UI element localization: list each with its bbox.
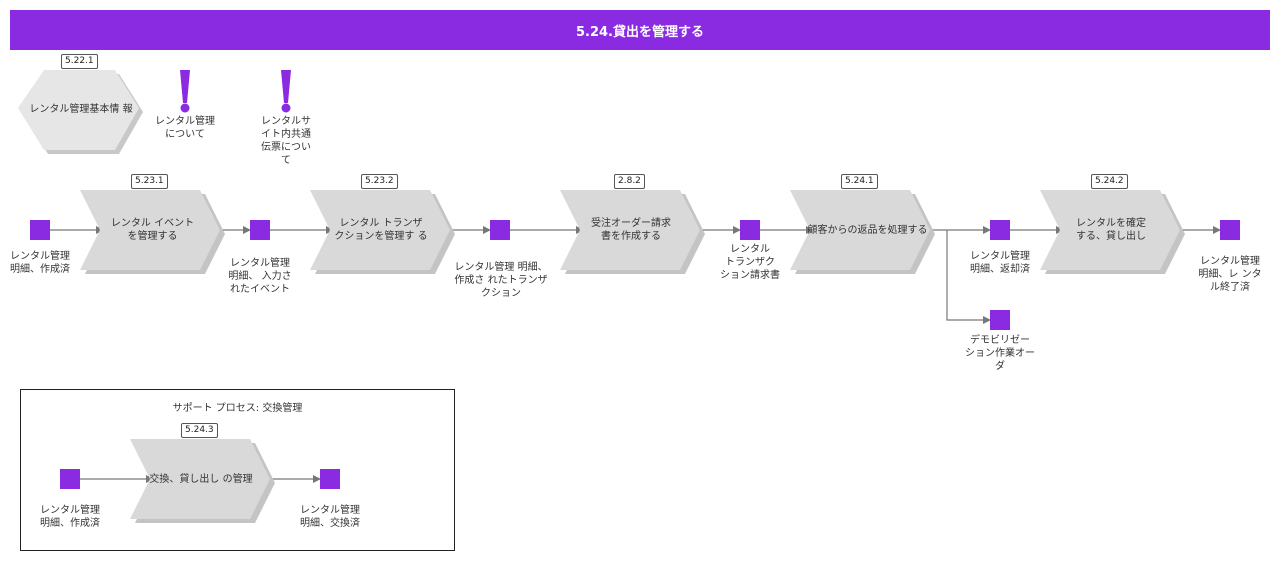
process-badge: 5.24.2 (1091, 174, 1128, 189)
object-label: レンタル管理 明細、作成済 (10, 251, 70, 275)
process-badge: 2.8.2 (614, 174, 645, 189)
info-hexagon-badge: 5.22.1 (61, 54, 98, 69)
process-chevron-rental-event[interactable] (80, 190, 225, 274)
process-label: 受注オーダー請求 書を作成する (591, 218, 671, 242)
event-square[interactable] (320, 469, 340, 489)
info-hexagon-label: レンタル管理基本情 報 (29, 103, 133, 115)
process-chevron-rental-transaction[interactable] (310, 190, 455, 274)
process-chevron-confirm-rental[interactable] (1040, 190, 1185, 274)
info-hexagon[interactable] (18, 70, 143, 154)
object-label: レンタル管理 明細、 入力さ れたイベント (228, 258, 292, 295)
process-badge: 5.23.2 (361, 174, 398, 189)
event-square[interactable] (990, 310, 1010, 330)
process-label: レンタル トランザ クションを管理す る (334, 218, 428, 242)
event-square[interactable] (250, 220, 270, 240)
event-square[interactable] (1220, 220, 1240, 240)
object-label: デモビリゼー ション作業オー ダ (965, 335, 1035, 372)
object-label: レンタル管理 明細、レ ンタ ル終了済 (1198, 256, 1262, 293)
note-label: レンタル管理 について (155, 116, 215, 140)
object-label: レンタル管理 明細、 作成さ れたトランザ クション (454, 262, 548, 299)
event-square[interactable] (30, 220, 50, 240)
process-chevron-exchange[interactable] (130, 439, 275, 523)
process-chevron-order-invoice[interactable] (560, 190, 705, 274)
process-badge: 5.24.3 (181, 423, 218, 438)
support-process-title: サポート プロセス: 交換管理 (172, 403, 303, 414)
process-label: 交換、貸し出し の管理 (149, 473, 253, 485)
note-label: レンタルサ イト内共通 伝票につい て (261, 116, 311, 166)
process-label: 顧客からの返品を処理する (807, 224, 928, 236)
event-square[interactable] (490, 220, 510, 240)
connector-lines (50, 226, 1221, 483)
event-square[interactable] (990, 220, 1010, 240)
process-chevron-customer-returns[interactable] (790, 190, 935, 274)
process-badge: 5.23.1 (131, 174, 168, 189)
event-square[interactable] (60, 469, 80, 489)
note-exclamation-icon[interactable] (281, 70, 291, 113)
process-label: レンタル イベント を管理する (110, 218, 195, 242)
object-label: レンタル管理 明細、交換済 (300, 505, 360, 529)
process-label: レンタルを確定 する、貸し出し (1076, 218, 1146, 242)
process-badge: 5.24.1 (841, 174, 878, 189)
diagram-title: 5.24.貸出を管理する (10, 10, 1270, 50)
event-square[interactable] (740, 220, 760, 240)
object-label: レンタル管理 明細、返却済 (970, 251, 1030, 275)
object-label: レンタル トランザク ション請求書 (720, 244, 780, 281)
note-exclamation-icon[interactable] (180, 70, 190, 113)
object-label: レンタル管理 明細、作成済 (40, 505, 100, 529)
support-process-box (20, 389, 455, 551)
